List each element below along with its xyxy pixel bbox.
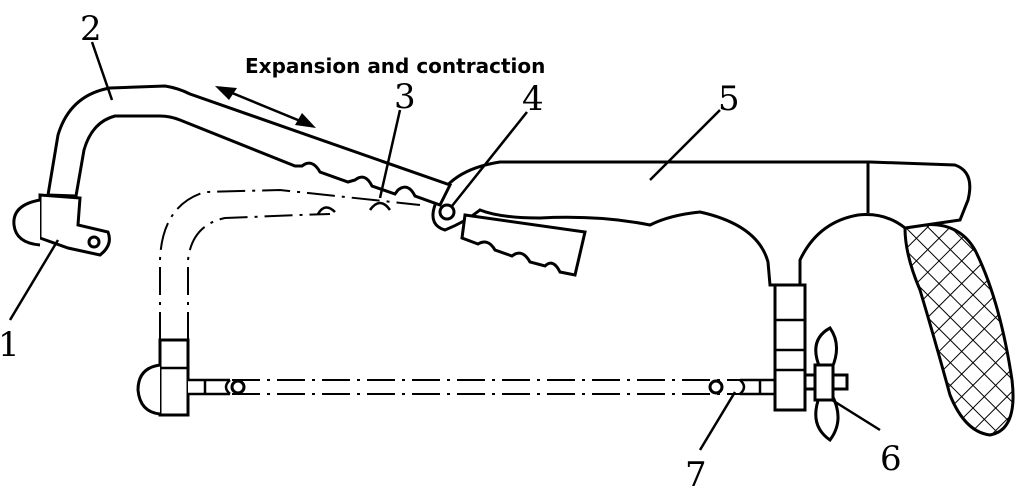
clamp-knob — [12, 198, 41, 247]
wing-nut-part-6 — [814, 326, 840, 443]
right-post — [773, 283, 807, 412]
blade-bg — [188, 380, 773, 394]
main-body-part-5 — [431, 160, 972, 287]
label-1: 1 — [0, 325, 20, 365]
label-3: 3 — [394, 77, 416, 117]
label-2: 2 — [80, 9, 102, 49]
leader-5 — [649, 109, 721, 181]
leader-2 — [90, 41, 114, 101]
left-knob — [136, 363, 161, 416]
handle-grip — [903, 223, 1015, 437]
frame-retracted-inner — [187, 213, 331, 340]
frame-retracted-outline — [159, 188, 421, 340]
leader-6 — [831, 398, 881, 432]
frame-retracted-notches — [316, 201, 392, 215]
notched-bar-lower — [460, 213, 587, 277]
clamp-pin — [87, 235, 101, 249]
saw-blade-part-7 — [224, 379, 746, 395]
label-7: 7 — [685, 455, 707, 495]
leader-1 — [8, 239, 60, 321]
leader-7 — [698, 391, 737, 451]
label-4: 4 — [522, 79, 544, 119]
pivot-pin-part-4 — [438, 203, 456, 221]
double-arrow — [215, 86, 316, 128]
wing-nut-hub — [813, 363, 835, 402]
label-6: 6 — [880, 439, 902, 479]
left-end-block — [158, 338, 190, 417]
label-5: 5 — [718, 79, 740, 119]
blade-pin-left — [230, 379, 246, 395]
caption-expansion-contraction: Expansion and contraction — [245, 54, 545, 78]
blade-pin-right — [708, 379, 724, 395]
leader-3 — [378, 109, 402, 199]
leader-4 — [451, 111, 528, 207]
frame-solid-part-2 — [46, 84, 453, 207]
